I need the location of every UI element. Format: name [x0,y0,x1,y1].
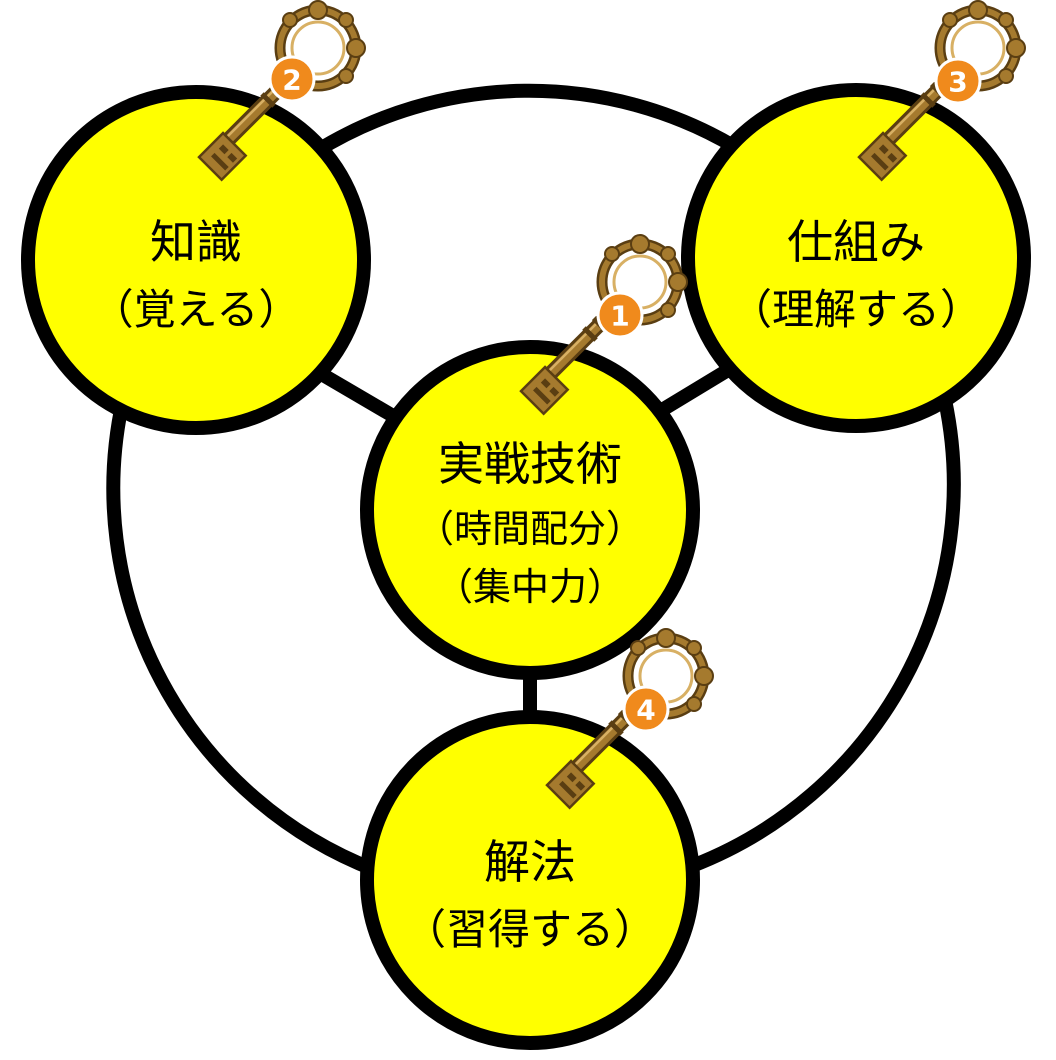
mechanism-title: 仕組み [787,215,925,269]
node-knowledge: 知識 （覚える） [21,85,371,435]
practical-title: 実戦技術 [438,437,622,491]
outer-ring-right [689,398,961,873]
knowledge-title: 知識 [150,215,242,269]
key-icon-4: 4 [547,629,713,808]
node-practical: 実戦技術 （時間配分） （集中力） [360,340,700,680]
mechanism-subtitle: （理解する） [730,285,982,334]
solution-title: 解法 [484,835,576,889]
badge-3-label: 3 [948,66,967,99]
key-icon-1: 1 [521,235,687,414]
spoke-mechanism [658,361,737,416]
node-mechanism: 仕組み （理解する） [681,83,1031,433]
key-icon-3: 3 [859,1,1025,180]
number-badge-icon-3 [934,57,982,105]
practical-line2: （時間配分） [416,507,644,551]
knowledge-subtitle: （覚える） [92,285,301,334]
badge-1-label: 1 [610,300,629,333]
spoke-knowledge [314,365,404,427]
number-badge-icon-4 [622,685,670,733]
badge-4-label: 4 [636,694,655,727]
practical-line3: （集中力） [435,565,625,609]
key-icon-2: 2 [199,1,365,180]
outer-ring [311,83,739,158]
outer-ring-left [106,398,378,877]
number-badge-icon-1 [596,291,644,339]
node-solution: 解法 （習得する） [360,710,700,1050]
number-badge-icon-2 [268,55,316,103]
badge-2-label: 2 [282,64,301,97]
solution-subtitle: （習得する） [404,905,656,954]
